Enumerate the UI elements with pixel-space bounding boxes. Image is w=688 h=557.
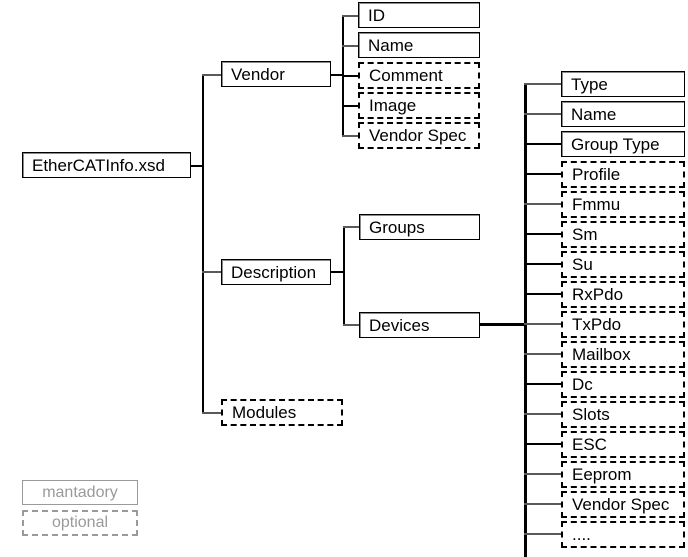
connector-to-dev-txpdo <box>524 323 561 325</box>
connector-to-modules <box>202 412 222 414</box>
node-label: .... <box>572 525 591 544</box>
connector-to-dev-rxpdo <box>524 293 561 295</box>
node-device-fmmu[interactable]: Fmmu <box>561 191 685 218</box>
node-device-vendor-spec[interactable]: Vendor Spec <box>561 491 685 518</box>
node-modules[interactable]: Modules <box>221 399 343 426</box>
node-label: Vendor Spec <box>572 495 670 514</box>
node-device-more[interactable]: .... <box>561 521 685 548</box>
node-label: Vendor <box>231 64 285 84</box>
connector-to-vendor-id <box>342 15 358 17</box>
node-vendor-image[interactable]: Image <box>358 92 480 119</box>
connector-to-dev-eeprom <box>524 473 561 475</box>
node-vendor-spec[interactable]: Vendor Spec <box>358 122 480 149</box>
connector-to-dev-slots <box>524 413 561 415</box>
connector-to-description <box>202 271 222 273</box>
connector-to-dev-dc <box>524 383 561 385</box>
node-device-group-type[interactable]: Group Type <box>561 131 685 157</box>
node-device-profile[interactable]: Profile <box>561 161 685 188</box>
node-device-sm[interactable]: Sm <box>561 221 685 248</box>
connector-device-children-spine <box>524 84 527 557</box>
node-device-slots[interactable]: Slots <box>561 401 685 428</box>
connector-to-vendor <box>202 74 222 76</box>
node-root-ethercatinfo[interactable]: EtherCATInfo.xsd <box>22 152 191 178</box>
node-label: TxPdo <box>572 315 622 334</box>
connector-to-dev-mailbox <box>524 353 561 355</box>
node-label: Group Type <box>571 134 660 154</box>
connector-to-dev-vendorspec <box>524 503 561 505</box>
node-label: Modules <box>232 403 297 422</box>
node-devices[interactable]: Devices <box>359 312 480 338</box>
connector-level1-spine <box>202 75 204 414</box>
node-groups[interactable]: Groups <box>359 214 480 240</box>
connector-to-vendor-image <box>342 105 358 107</box>
node-label: Type <box>571 74 608 94</box>
node-device-mailbox[interactable]: Mailbox <box>561 341 685 368</box>
node-label: Eeprom <box>572 465 632 484</box>
connector-to-dev-name <box>524 113 561 115</box>
node-label: Image <box>369 96 417 115</box>
node-label: Name <box>368 35 414 55</box>
node-device-esc[interactable]: ESC <box>561 431 685 458</box>
node-device-name[interactable]: Name <box>561 101 685 127</box>
node-label: Profile <box>572 165 621 184</box>
connector-to-dev-grouptype <box>524 143 561 145</box>
connector-to-dev-fmmu <box>524 203 561 205</box>
connector-to-groups <box>343 226 360 228</box>
connector-description-stub <box>331 271 345 273</box>
node-label: Sm <box>572 225 598 244</box>
node-label: Vendor Spec <box>369 126 467 145</box>
node-label: Name <box>571 104 617 124</box>
node-vendor-comment[interactable]: Comment <box>358 62 480 89</box>
connector-vendor-stub <box>330 74 344 76</box>
node-label: Description <box>231 262 317 282</box>
node-device-eeprom[interactable]: Eeprom <box>561 461 685 488</box>
node-vendor-id[interactable]: ID <box>358 2 480 28</box>
node-label: ESC <box>572 435 607 454</box>
legend-mandatory-label: mantadory <box>42 483 118 501</box>
node-device-rxpdo[interactable]: RxPdo <box>561 281 685 308</box>
legend-optional: optional <box>22 510 138 536</box>
connector-root-stub <box>190 165 204 167</box>
node-vendor[interactable]: Vendor <box>221 61 331 87</box>
node-label: RxPdo <box>572 285 624 304</box>
node-vendor-name[interactable]: Name <box>358 32 480 58</box>
node-device-su[interactable]: Su <box>561 251 685 278</box>
node-description[interactable]: Description <box>221 259 331 285</box>
node-label: EtherCATInfo.xsd <box>32 155 165 175</box>
connector-to-dev-esc <box>524 443 561 445</box>
connector-to-dev-type <box>524 83 561 85</box>
connector-to-devices <box>343 324 360 326</box>
connector-description-spine <box>343 227 345 326</box>
node-label: Devices <box>369 315 430 335</box>
node-device-type[interactable]: Type <box>561 71 685 97</box>
node-label: Fmmu <box>572 195 621 214</box>
node-label: Comment <box>369 66 443 85</box>
node-device-txpdo[interactable]: TxPdo <box>561 311 685 338</box>
connector-devices-stub <box>479 323 527 326</box>
node-device-dc[interactable]: Dc <box>561 371 685 398</box>
node-label: Su <box>572 255 593 274</box>
node-label: Groups <box>369 217 425 237</box>
connector-to-dev-su <box>524 263 561 265</box>
connector-to-vendor-name <box>342 45 358 47</box>
node-label: Dc <box>572 375 593 394</box>
connector-to-vendor-spec <box>342 135 358 137</box>
node-label: Mailbox <box>572 345 631 364</box>
connector-to-dev-sm <box>524 233 561 235</box>
connector-to-dev-profile <box>524 173 561 175</box>
legend-mandatory: mantadory <box>22 480 138 505</box>
connector-to-vendor-comment <box>342 75 358 77</box>
node-label: Slots <box>572 405 610 424</box>
legend-optional-label: optional <box>51 514 109 531</box>
connector-to-dev-more <box>524 533 561 535</box>
node-label: ID <box>368 5 385 25</box>
